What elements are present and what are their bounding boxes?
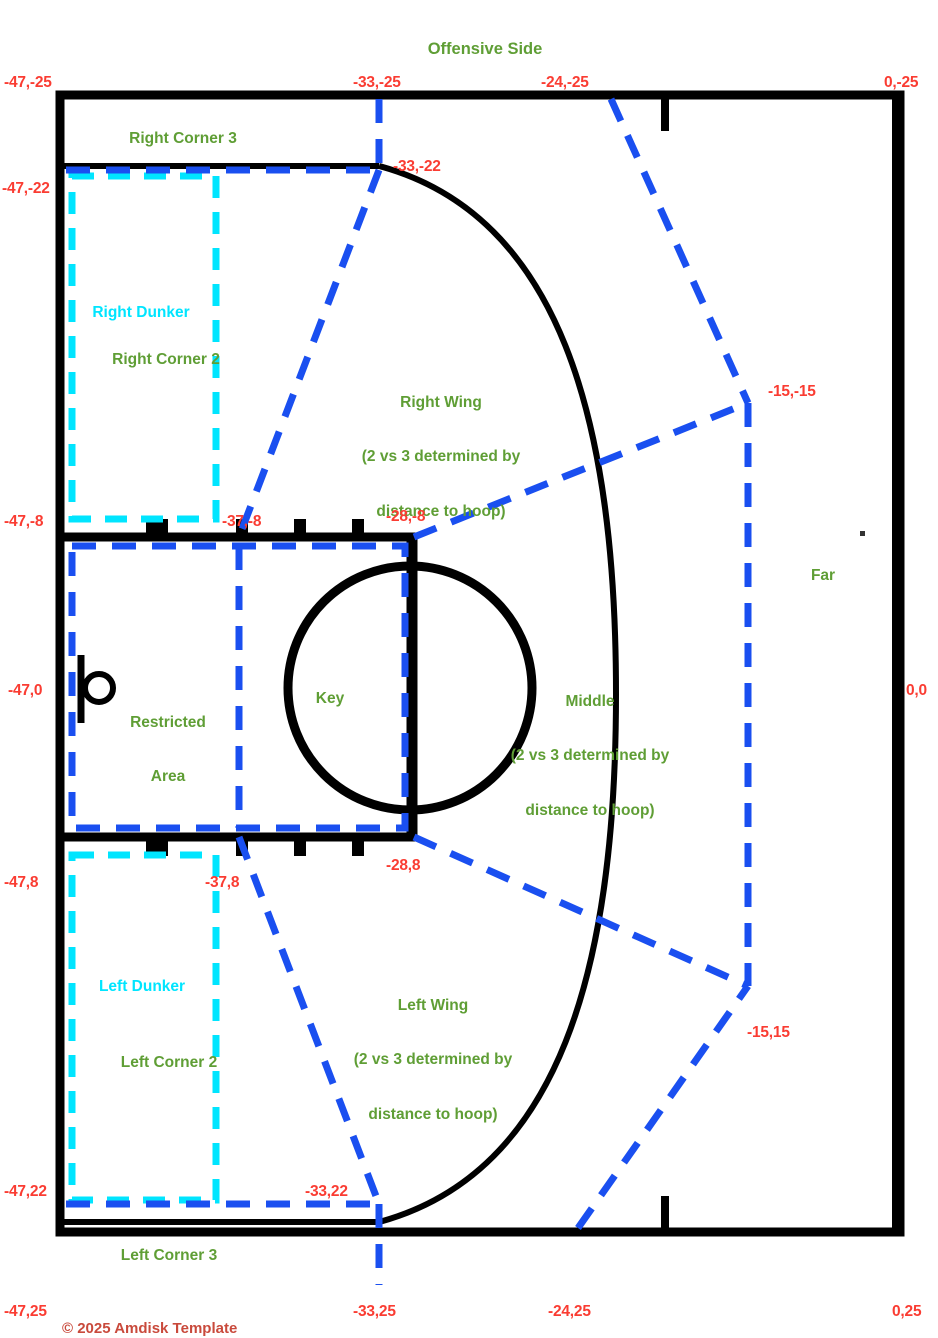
left-wing-middle-boundary <box>412 833 750 990</box>
right-wing-middle-boundary <box>412 399 750 541</box>
coord-label-neg37-8: -37,8 <box>205 874 240 891</box>
coord-label-0-neg25: 0,-25 <box>884 74 919 91</box>
zone-label-key: Key <box>315 690 345 707</box>
coord-label-neg47-neg22: -47,-22 <box>2 180 50 197</box>
far-center-marker <box>860 531 865 536</box>
left-wing-far-boundary <box>575 983 751 1231</box>
coord-label-0-25: 0,25 <box>892 1303 922 1320</box>
coord-label-0-0: 0,0 <box>906 682 927 699</box>
coord-label-neg15-neg15: -15,-15 <box>768 383 816 400</box>
coord-label-neg33-neg25: -33,-25 <box>353 74 401 91</box>
zone-label-right-wing-line1: Right Wing <box>400 393 482 411</box>
three-point-line <box>60 163 620 1225</box>
coord-label-neg24-neg25: -24,-25 <box>541 74 589 91</box>
zone-label-right-corner-2: Right Corner 2 <box>112 351 220 368</box>
copyright-credit: © 2025 Amdisk Template <box>62 1320 238 1337</box>
right-dunker-zone <box>68 172 220 523</box>
coord-label-neg33-25: -33,25 <box>353 1303 396 1320</box>
coord-label-neg33-22: -33,22 <box>305 1183 348 1200</box>
left-dunker-zone <box>68 851 220 1204</box>
zone-label-right-wing-line3: distance to hoop) <box>376 503 506 521</box>
coord-label-neg47-25: -47,25 <box>4 1303 47 1320</box>
coord-label-neg47-22: -47,22 <box>4 1183 47 1200</box>
coord-label-neg37-neg8: -37,-8 <box>222 513 262 530</box>
zone-label-right-corner-3: Right Corner 3 <box>129 130 237 147</box>
zone-label-middle-line2: (2 vs 3 determined by <box>510 747 670 765</box>
sideline-hash-marks <box>661 99 900 1228</box>
coord-label-neg15-15: -15,15 <box>747 1024 790 1041</box>
zone-label-middle-line1: Middle <box>565 692 615 710</box>
zone-label-right-wing: Right Wing (2 vs 3 determined by distanc… <box>362 357 521 558</box>
zone-label-left-corner-2: Left Corner 2 <box>120 1054 218 1071</box>
coord-label-neg47-neg25: -47,-25 <box>4 74 52 91</box>
coord-label-neg24-25: -24,25 <box>548 1303 591 1320</box>
coord-label-neg33-neg22: -33,-22 <box>393 158 441 175</box>
right-wing-far-boundary <box>607 97 752 405</box>
key-paint <box>55 532 537 842</box>
zone-divider-lines <box>66 97 752 1285</box>
left-corner2-wing-boundary <box>235 835 383 1206</box>
zone-label-left-wing: Left Wing (2 vs 3 determined by distance… <box>354 960 513 1161</box>
zone-label-right-wing-line2: (2 vs 3 determined by <box>361 448 521 466</box>
zone-label-left-wing-line3: distance to hoop) <box>368 1106 498 1124</box>
coord-label-neg47-neg8: -47,-8 <box>4 513 44 530</box>
coord-label-neg47-0: -47,0 <box>8 682 43 699</box>
zone-label-middle-line3: distance to hoop) <box>525 802 655 820</box>
zone-label-restricted-area-line2: Area <box>150 768 186 786</box>
hoop-and-backboard <box>77 655 116 723</box>
right-corner2-wing-boundary <box>235 168 383 539</box>
zone-label-left-corner-3: Left Corner 3 <box>120 1247 218 1264</box>
page-title: Offensive Side <box>427 40 543 58</box>
zone-label-restricted-area-line1: Restricted <box>130 713 206 731</box>
coord-label-neg47-8: -47,8 <box>4 874 39 891</box>
coord-label-neg28-8: -28,8 <box>386 857 421 874</box>
zone-label-left-dunker: Left Dunker <box>98 978 186 995</box>
zone-label-middle: Middle (2 vs 3 determined by distance to… <box>511 656 670 857</box>
coord-label-neg28-neg8: -28,-8 <box>386 508 426 525</box>
zone-label-left-wing-line1: Left Wing <box>397 996 469 1014</box>
key-inner-dashed-outline <box>68 542 409 832</box>
zone-label-right-dunker: Right Dunker <box>92 304 190 321</box>
zone-label-far: Far <box>810 567 836 584</box>
dunker-spot-zones <box>68 172 220 1204</box>
zone-label-restricted-area: Restricted Area <box>130 677 206 823</box>
zone-label-left-wing-line2: (2 vs 3 determined by <box>353 1051 513 1069</box>
